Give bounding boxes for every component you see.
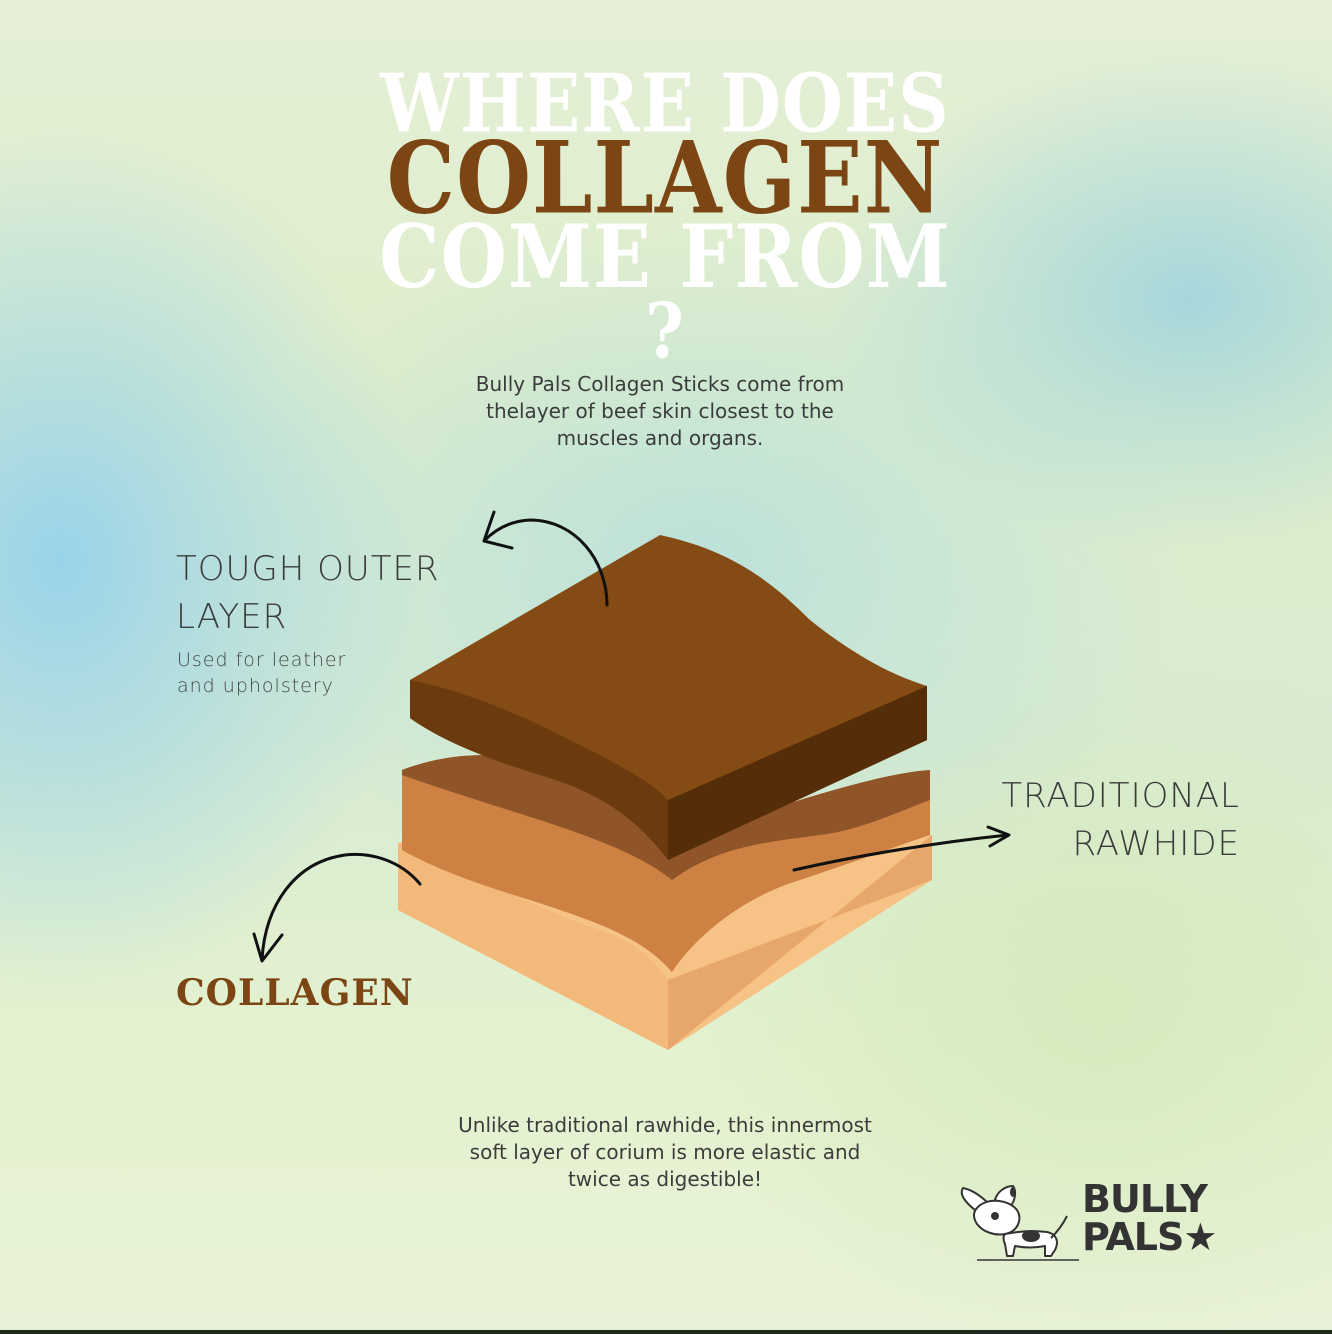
outro-text: Unlike traditional rawhide, this innermo…: [458, 1113, 872, 1191]
arrow-rawhide-head: [986, 825, 1011, 848]
arrow-outer-layer-head: [482, 510, 514, 550]
title-question-mark: ?: [645, 286, 685, 376]
title-line-2: COLLAGEN: [386, 120, 944, 237]
top-layer-outer: [410, 535, 927, 860]
outer-layer-description: Used for leather and upholstery: [177, 649, 347, 697]
arrow-collagen-head: [252, 932, 284, 963]
rawhide-label: TRADITIONAL RAWHIDE: [1001, 776, 1240, 864]
arrow-rawhide: [792, 833, 1010, 872]
outer-layer-label: TOUGH OUTER LAYER: [176, 549, 440, 637]
brand-logo: BULLY PALS★: [955, 1180, 1245, 1262]
bottom-border: [0, 1330, 1332, 1334]
arrow-outer-layer: [483, 518, 609, 607]
title-line-3: COME FROM: [379, 205, 951, 308]
collagen-label: COLLAGEN: [176, 972, 414, 1014]
title-line-1: WHERE DOES: [380, 55, 950, 152]
brand-logo-text: BULLY PALS★: [1082, 1177, 1217, 1259]
dog-mascot-icon: [960, 1185, 1079, 1261]
arrow-collagen: [260, 852, 422, 962]
intro-text: Bully Pals Collagen Sticks come from the…: [475, 372, 845, 450]
